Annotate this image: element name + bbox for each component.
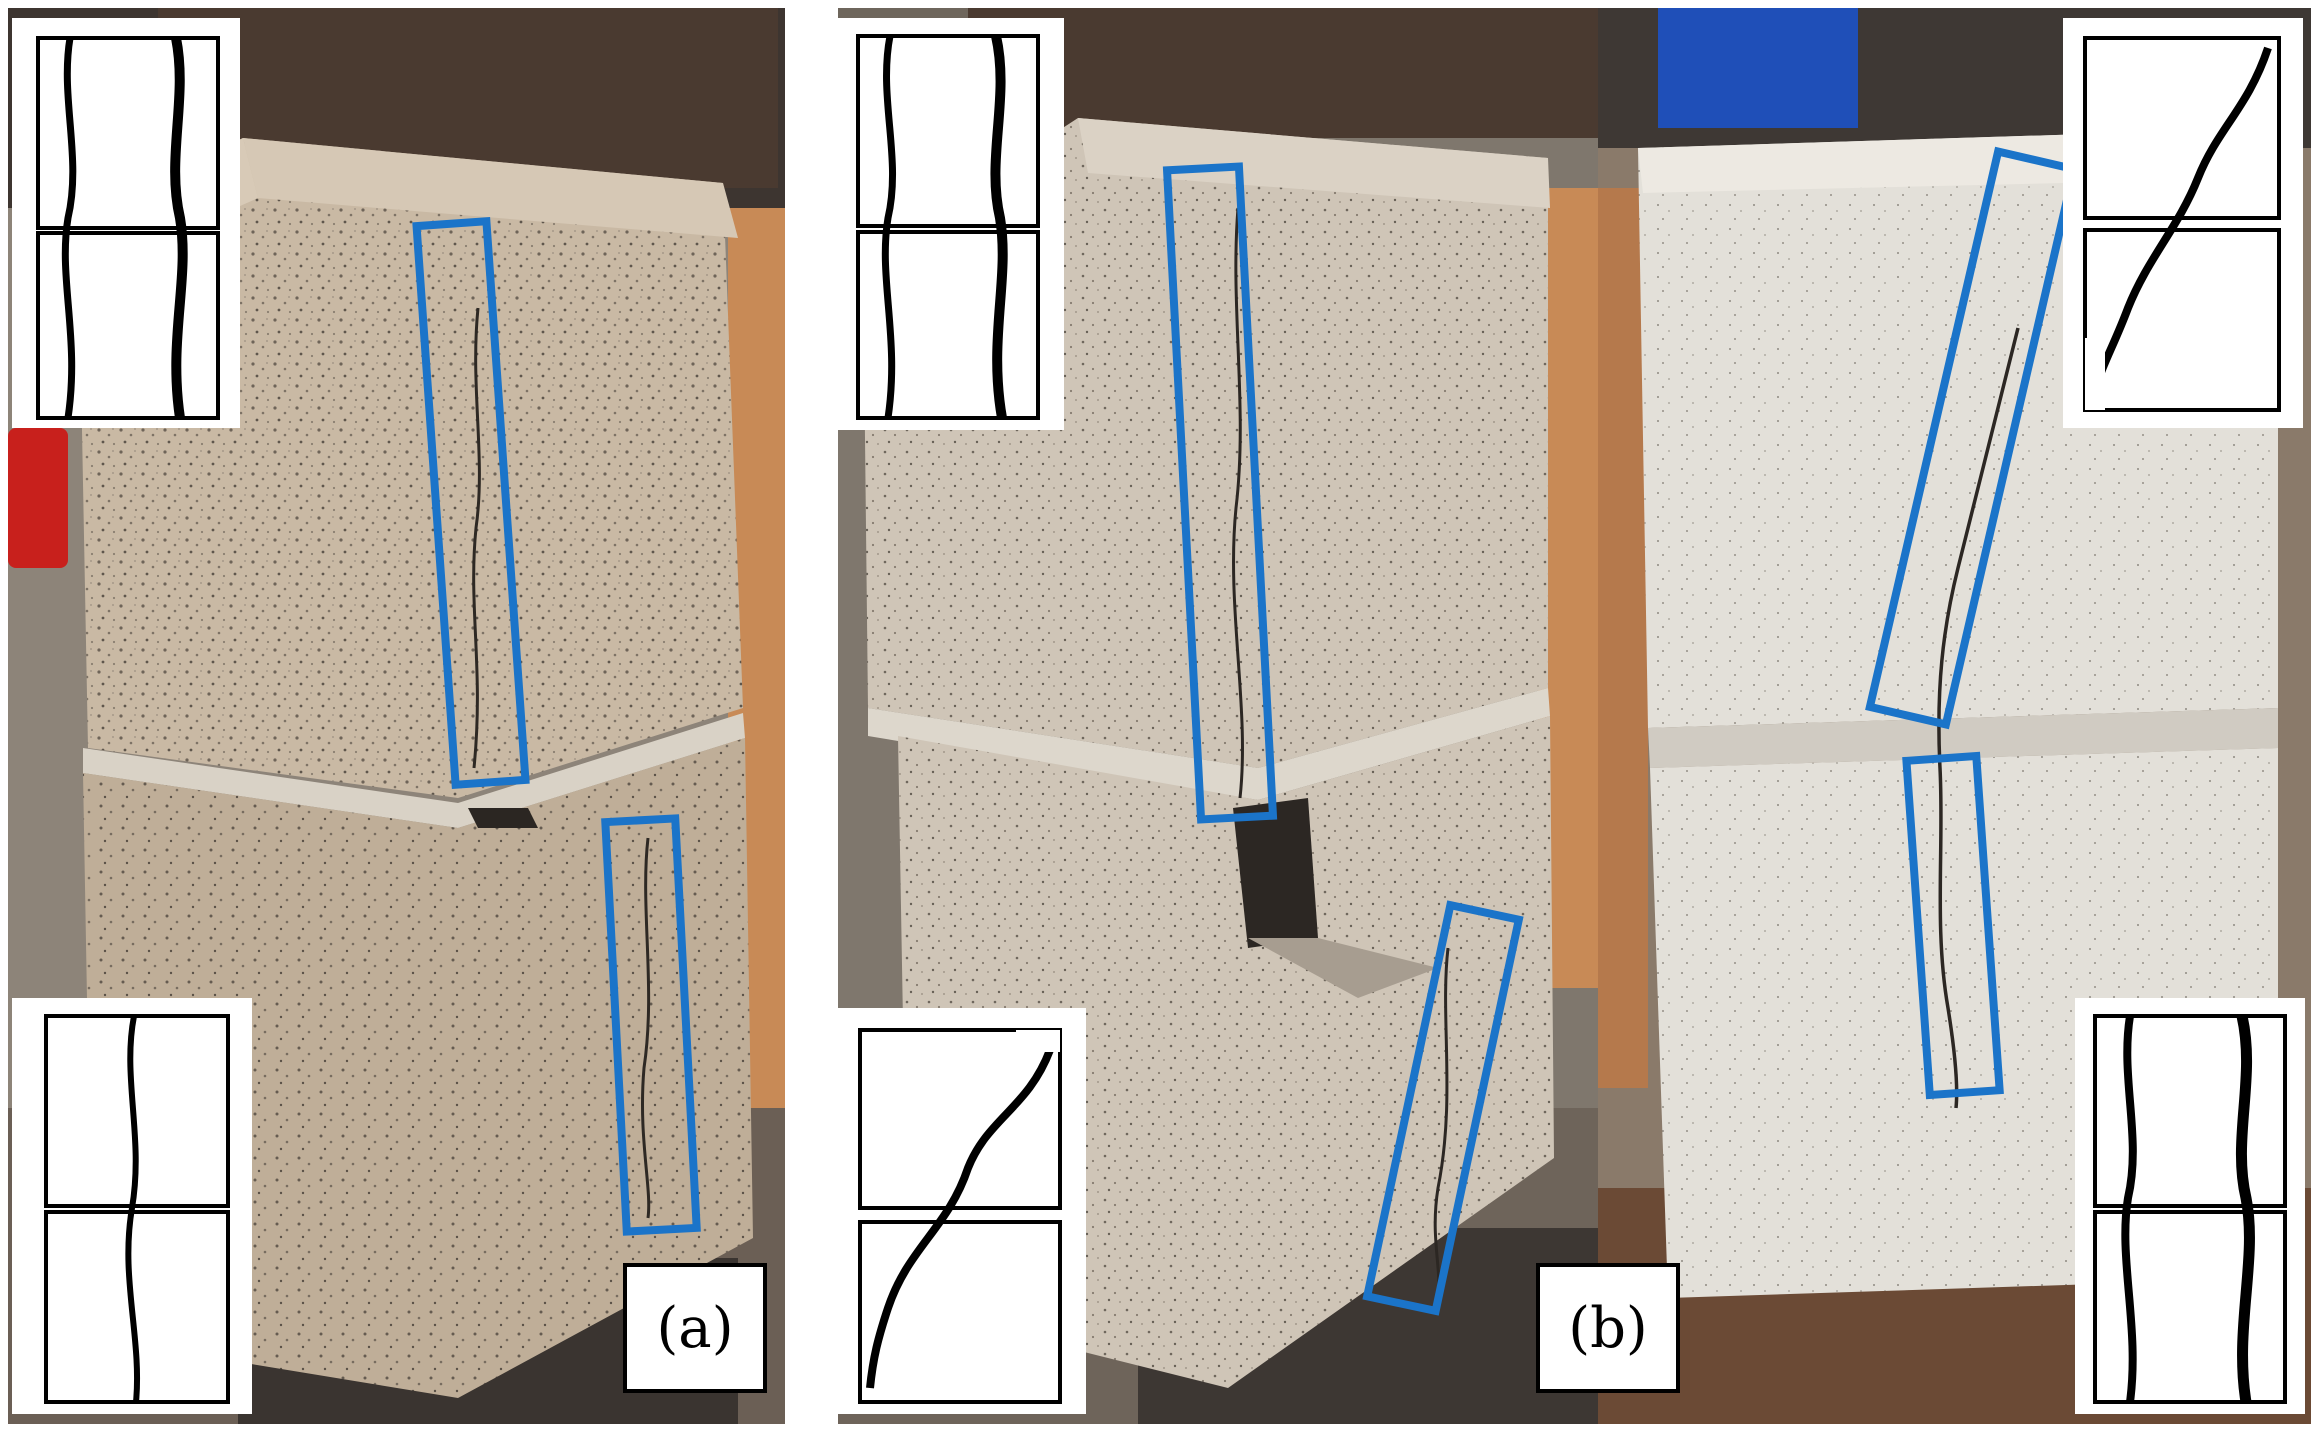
photo-a [8, 8, 785, 1424]
panel-label-b: (b) [1536, 1263, 1680, 1393]
inset-diagonal-crack-b-bottom [838, 1008, 1086, 1414]
photo-b [838, 8, 2311, 1424]
inset-diagonal-crack-b-top-right [2063, 18, 2303, 428]
panel-b: (b) [838, 8, 2311, 1424]
inset-vertical-cracks-b-bottom-right [2075, 998, 2305, 1414]
inset-vertical-cracks-b-top [838, 18, 1064, 430]
panel-a: (a) [8, 8, 785, 1424]
inset-vertical-cracks-top-left [12, 18, 240, 428]
inset-single-crack-bottom-left [12, 998, 252, 1414]
panel-label-a: (a) [623, 1263, 767, 1393]
